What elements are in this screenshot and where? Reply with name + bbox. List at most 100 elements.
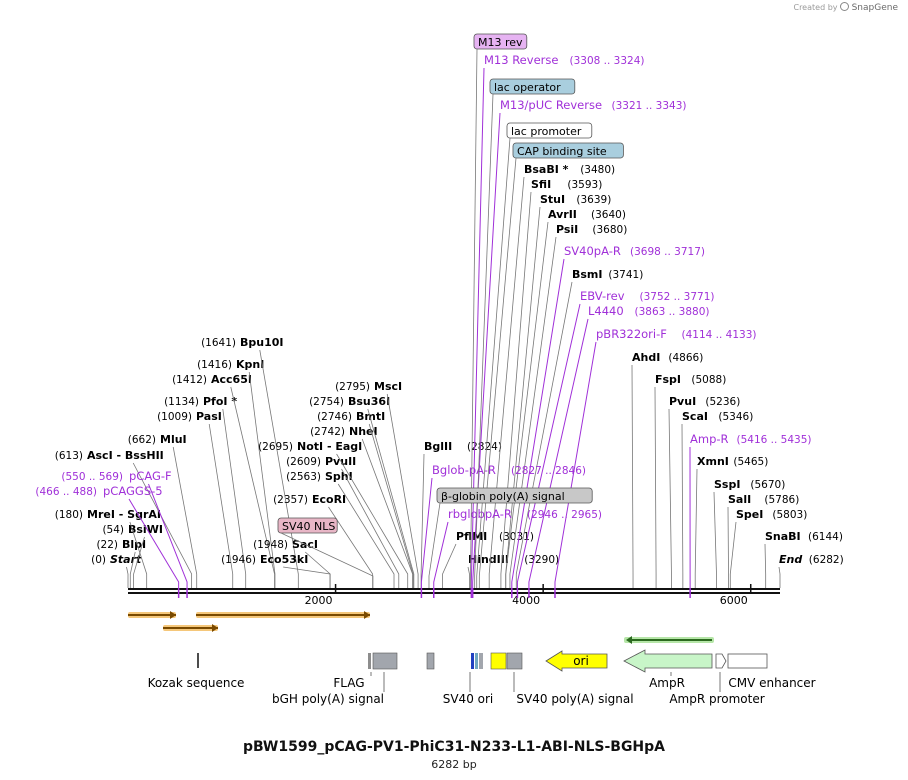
- enzyme-leader-bsabi: [488, 176, 525, 588]
- primer-leader-pbr322ori-f: [554, 341, 597, 588]
- feature-box-leader-lac-promoter: [476, 137, 511, 588]
- enzyme-pos-acc65i: (1412): [172, 374, 207, 386]
- feature-arrow-orf-head: [364, 611, 370, 619]
- primer-pos-pbr322ori-f: (4114 .. 4133): [682, 329, 757, 341]
- axis-tick-label: 6000: [720, 594, 748, 607]
- feature-arrow-promoter-head: [170, 611, 176, 619]
- enzyme-leader-avrii: [505, 221, 549, 588]
- enzyme-pos-sphi: (2563): [286, 471, 321, 483]
- enzyme-bglii: BglII: [424, 440, 452, 453]
- feature-box-lac-promoter: [506, 122, 593, 139]
- enzyme-pos-asci-bsshii: (613): [55, 450, 83, 462]
- primer-pos-l4440: (3863 .. 3880): [635, 306, 710, 318]
- snapgene-logo-icon: [840, 2, 850, 11]
- enzyme-pos-xmni: (5465): [733, 456, 768, 468]
- enzyme-sfii: SfiI: [531, 178, 551, 191]
- primer-leader-pcaggs-5: [128, 498, 180, 588]
- enzyme-leader-sali: [727, 506, 729, 588]
- enzyme-pos-snabi: (6144): [808, 531, 843, 543]
- enzyme-leader-msci: [386, 393, 419, 588]
- enzyme-pos-sfii: (3593): [567, 179, 602, 191]
- primer-pos-amp-r: (5416 .. 5435): [737, 434, 812, 446]
- enzyme-pos-msci: (2795): [335, 381, 370, 393]
- enzyme-pos-mrei-sgrai: (180): [55, 509, 83, 521]
- enzyme-leader-bmti: [368, 423, 414, 588]
- feature-box-leader-cap-binding-site: [478, 157, 517, 588]
- backbone-bottom-strand: [128, 592, 780, 594]
- axis-tick-label: 2000: [305, 594, 333, 607]
- enzyme-xmni: XmnI: [697, 455, 729, 468]
- enzyme-bpu10i: Bpu10I: [240, 336, 284, 349]
- feature-box-sv40-nls: [277, 517, 338, 534]
- primer-m13-reverse: M13 Reverse: [484, 53, 558, 67]
- enzyme-leader-fspi: [654, 386, 657, 588]
- primer-pcag-f: pCAG-F: [129, 469, 172, 483]
- primer-pos-pcaggs-5: (466 .. 488): [35, 486, 97, 498]
- enzyme-leader-pasi: [208, 423, 234, 588]
- bgh-polya-block: [372, 652, 398, 670]
- enzyme-pos-pvuii: (2609): [286, 456, 321, 468]
- primer-l4440: L4440: [588, 304, 624, 318]
- enzyme-pasi: PasI: [196, 410, 222, 423]
- feature-box-label-cap-binding-site: CAP binding site: [517, 145, 607, 158]
- enzyme-leader-pflmi: [442, 543, 457, 588]
- primer-leader-m13-puc-reverse: [472, 112, 501, 588]
- enzyme-leader-mrei-sgrai: [129, 521, 148, 588]
- enzyme-end: End: [779, 553, 802, 566]
- enzyme-leader-noti-eagi: [336, 453, 409, 588]
- enzyme-pos-end: (6282): [809, 554, 844, 566]
- enzyme-leader-acc65i: [230, 386, 275, 588]
- feature-label-ori: ori: [573, 654, 589, 668]
- snapgene-brand: Created by SnapGene: [793, 2, 898, 13]
- enzyme-leader-snabi: [764, 543, 767, 588]
- enzyme-leader-kpni: [248, 371, 276, 588]
- enzyme-pos-bsu36i: (2754): [309, 396, 344, 408]
- feature-box-leader-lac-operator: [474, 93, 494, 588]
- feature-arrow-ampr-head: [626, 636, 632, 644]
- enzyme-pos-sali: (5786): [764, 494, 799, 506]
- feature-label-cmv-enhancer: CMV enhancer: [728, 676, 815, 690]
- enzyme-bsabi: BsaBI *: [524, 163, 569, 176]
- plasmid-length: 6282 bp: [431, 758, 477, 771]
- enzyme-leader-mlui: [172, 446, 198, 588]
- primer-leader-m13-reverse: [470, 67, 485, 588]
- enzyme-leader-xmni: [694, 468, 698, 588]
- primer-rbglobpa-r: rbglobpA-R: [448, 507, 512, 521]
- feature-box-label-m13-rev: M13 rev: [478, 36, 523, 49]
- enzyme-pos-pvui: (5236): [705, 396, 740, 408]
- primer-pos-m13-puc-reverse: (3321 .. 3343): [612, 100, 687, 112]
- feature-label-kozak-sequence: Kozak sequence: [148, 676, 245, 690]
- enzyme-bsiwi: BsiWI: [128, 523, 163, 536]
- enzyme-bmti: BmtI: [356, 410, 385, 423]
- enzyme-msci: MscI: [374, 380, 402, 393]
- feature-box-m13-rev: [473, 33, 528, 50]
- enzyme-leader-blpi: [129, 551, 136, 588]
- lac-block-2: [475, 653, 478, 669]
- enzyme-pos-bglii: (2824): [467, 441, 502, 453]
- primer-pos-ebv-rev: (3752 .. 3771): [640, 291, 715, 303]
- enzyme-bsmi: BsmI: [572, 268, 603, 281]
- primer-leader-rbglobpa-r: [433, 521, 449, 588]
- enzyme-leader-sphi: [337, 483, 395, 588]
- enzyme-leader-bsu36i: [367, 408, 415, 588]
- enzyme-leader-bpu10i: [259, 349, 299, 588]
- enzyme-leader-end: [778, 566, 781, 588]
- enzyme-leader-bsmi: [515, 281, 573, 588]
- enzyme-pos-bsiwi: (54): [102, 524, 124, 536]
- primer-sv40pa-r: SV40pA-R: [564, 244, 621, 258]
- primer-leader-bglob-pa-r: [420, 477, 433, 588]
- enzyme-leader-start: [126, 566, 129, 588]
- enzyme-leader-ahdi: [631, 364, 634, 588]
- enzyme-pos-pflmi: (3031): [499, 531, 534, 543]
- enzyme-leader-spei: [729, 521, 737, 588]
- enzyme-pos-scai: (5346): [718, 411, 753, 423]
- primer-pos-m13-reverse: (3308 .. 3324): [570, 55, 645, 67]
- primer-pbr322ori-f: pBR322ori-F: [596, 327, 667, 341]
- primer-pcaggs-5: pCAGGS-5: [103, 484, 163, 498]
- enzyme-avrii: AvrII: [548, 208, 577, 221]
- feature-box-label-lac-operator: lac operator: [494, 81, 561, 94]
- enzyme-pvui: PvuI: [669, 395, 696, 408]
- enzyme-leader-asci-bsshii: [132, 462, 193, 588]
- lac-block-1: [471, 653, 474, 669]
- feature-box-label-lac-promoter: lac promoter: [511, 125, 582, 138]
